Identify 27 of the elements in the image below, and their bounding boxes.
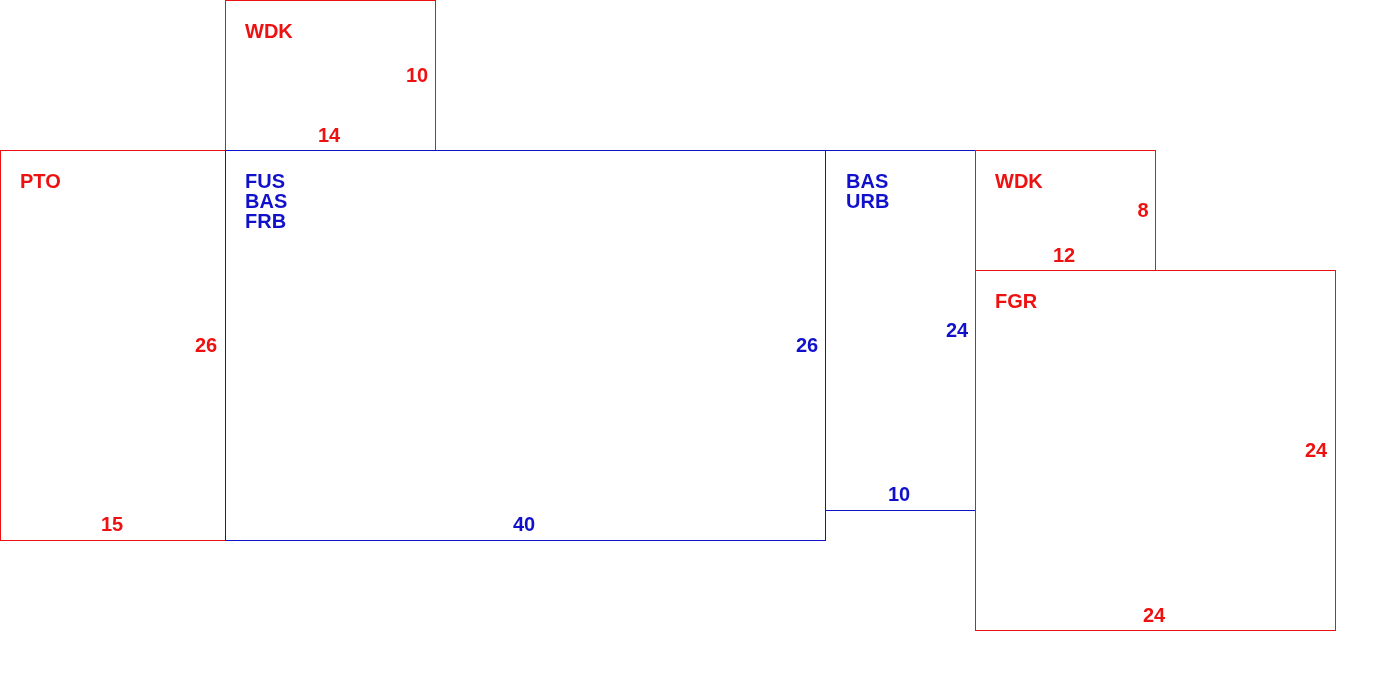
dimension-label: 26 [796,335,819,355]
dimension-label: 26 [195,335,218,355]
dimension-label: 24 [1305,440,1328,460]
room-code: FUS [245,171,285,191]
room-outline [975,270,1336,631]
room-outline [975,150,1156,271]
room-code: WDK [245,21,293,41]
room-outline [225,150,826,541]
dimension-label: 10 [888,484,911,504]
room-outline [825,150,976,511]
room-code: WDK [995,171,1043,191]
dimension-label: 24 [946,320,969,340]
room-code: FRB [245,211,287,231]
room-outline [0,150,226,541]
dimension-label: 14 [318,125,341,145]
dimension-label: 24 [1143,605,1166,625]
room-code: URB [846,191,890,211]
dimension-label: 12 [1053,245,1076,265]
room-code: PTO [20,171,61,191]
dimension-label: 15 [101,514,124,534]
dimension-label: 40 [513,514,536,534]
dimension-label: 10 [406,65,429,85]
room-code: BAS [846,171,889,191]
room-code: FGR [995,291,1038,311]
room-outline [225,0,436,151]
dimension-label: 8 [1137,200,1149,220]
room-code: BAS [245,191,288,211]
